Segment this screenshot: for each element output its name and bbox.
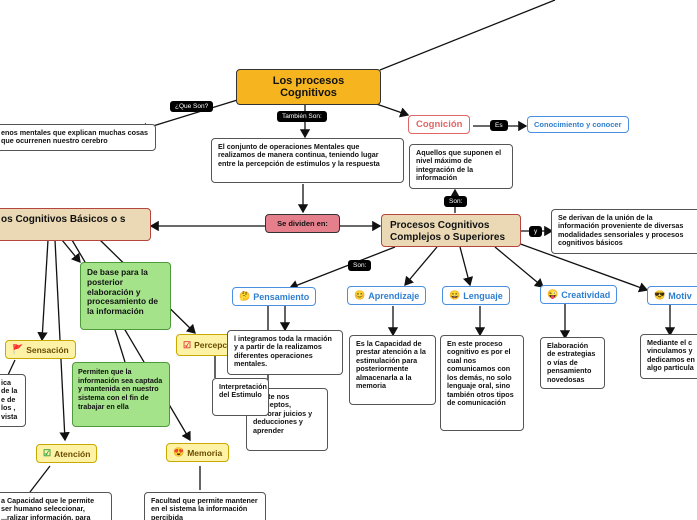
memoria-node[interactable]: 😍 Memoria [166,443,230,462]
creatividad-desc-box[interactable]: Elaboración de estrategias o vías de pen… [540,337,605,389]
heart-eyes-face-icon: 😍 [173,447,185,457]
grinning-face-icon: 😀 [449,290,461,300]
lenguaje-node[interactable]: 😀 Lenguaje [442,286,510,305]
sunglasses-face-icon: 😎 [654,290,666,300]
thinking-face-icon: 🤔 [239,291,251,301]
sensacion-node[interactable]: 🚩 Sensación [5,340,76,359]
pensamiento-node[interactable]: 🤔 Pensamiento [232,287,317,306]
aquellos-box[interactable]: Aquellos que suponen el nivel máximo de … [409,144,513,189]
flag-icon: 🚩 [12,344,24,354]
definition-left[interactable]: enos mentales que explican muchas cosas … [0,124,156,151]
se-derivan-box[interactable]: Se derivan de la unión de la información… [551,209,697,254]
conocimiento-node[interactable]: Conocimiento y conocer [527,116,629,133]
procesos-complejos-node[interactable]: Procesos Cognitivos Complejos o Superior… [381,214,521,247]
procesos-basicos-node[interactable]: os Cognitivos Básicos o s [0,208,151,241]
motivacion-desc-box[interactable]: Mediante el c vinculamos y dedicamos en … [640,334,697,379]
de-base-box[interactable]: De base para la posterior elaboración y … [80,262,171,330]
lenguaje-desc-box[interactable]: En este proceso cognitivo es por el cual… [440,335,524,431]
integramos-box[interactable]: l integramos toda la rmación y a partir … [227,330,343,375]
definition-center[interactable]: El conjunto de operaciones Mentales que … [211,138,404,183]
se-dividen-node[interactable]: Se dividen en: [265,214,340,233]
son-label-1: Son: [444,196,468,207]
permiten-box[interactable]: Permiten que la información sea captada … [72,362,170,427]
atencion-node[interactable]: ☑ Atención [36,444,98,463]
check-box-green-icon: ☑ [43,448,52,458]
check-box-red-icon: ☑ [183,339,192,350]
son-label-2: Son: [348,260,372,271]
interpretacion-box[interactable]: Interpretación del Estimulo [212,378,269,416]
creatividad-node[interactable]: 😜 Creatividad [540,285,618,304]
aprendizaje-node[interactable]: 😊 Aprendizaje [347,286,427,305]
atencion-desc-box[interactable]: a Capacidad que le permite ser humano se… [0,492,112,520]
tambien-son-label: También Son: [277,111,327,122]
main-topic[interactable]: Los procesos Cognitivos [236,69,381,105]
sensacion-desc-box[interactable]: ica de la e de los , vista [0,374,26,427]
memoria-desc-box[interactable]: Facultad que permite mantener en el sist… [144,492,266,520]
winking-face-icon: 😜 [547,289,559,299]
cognicion-node[interactable]: Cognición [408,115,471,134]
motivacion-node[interactable]: 😎 Motiv [647,286,697,305]
que-son-label: ¿Que Son? [170,101,214,112]
aprendizaje-desc-box[interactable]: Es la Capacidad de prestar atención a la… [349,335,436,405]
smiling-face-icon: 😊 [354,290,366,300]
es-label: Es [490,120,508,131]
y-label: y [529,226,543,237]
